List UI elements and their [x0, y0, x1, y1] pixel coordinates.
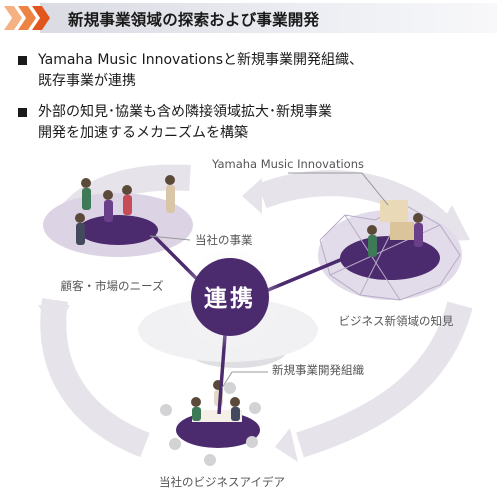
person-figure [192, 407, 201, 421]
person-figure [367, 225, 377, 235]
lightbulb-icon [160, 382, 261, 466]
cycle-arrowheads [38, 178, 470, 462]
bullet-text: 外部の知見･協業も含め隣接領域拡大･新規事業 開発を加速するメカニズムを構築 [38, 102, 332, 144]
chevron-icon [18, 6, 36, 30]
header-band [40, 3, 497, 33]
person-figure [123, 195, 132, 215]
bullet-line: 既存事業が連携 [38, 73, 136, 89]
chevron-icon [32, 6, 50, 30]
person-figure [231, 407, 240, 421]
chevron-icon [4, 6, 22, 30]
node-caption: 当社のビジネスアイデア [159, 475, 285, 489]
person-figure [82, 188, 91, 210]
callout-label: Yamaha Music Innovations [211, 157, 364, 171]
node-caption: ビジネス新領域の知見 [339, 314, 454, 328]
person-figure [103, 190, 113, 200]
person-figure [413, 213, 423, 223]
bullet-line: 開発を加速するメカニズムを構築 [38, 125, 248, 141]
node-caption: 顧客・市場のニーズ [61, 279, 164, 293]
table-icon [192, 410, 242, 422]
person-figure [166, 185, 175, 213]
page-title: 新規事業領域の探索および事業開発 [68, 11, 320, 29]
person-figure [414, 223, 423, 247]
person-figure [104, 200, 113, 222]
callout-label: 当社の事業 [195, 233, 253, 247]
callout-label: 新規事業開発組織 [272, 363, 364, 377]
header-bar: 新規事業領域の探索および事業開発 [0, 3, 497, 33]
node-bottom [160, 380, 261, 466]
node-left [43, 175, 193, 257]
hub-circle [191, 258, 269, 336]
box-stack-icon [380, 200, 408, 222]
bullet-text: Yamaha Music Innovationsと新規事業開発組織、 既存事業が… [38, 50, 363, 92]
person-figure [191, 397, 201, 407]
person-figure [81, 178, 91, 188]
person-figure [75, 213, 85, 223]
box-stack-icon [390, 222, 414, 240]
person-figure [122, 185, 132, 195]
square-bullet-icon [18, 56, 27, 65]
person-figure [165, 175, 175, 185]
bullet-line: Yamaha Music Innovationsと新規事業開発組織、 [38, 52, 364, 68]
hub-label: 連携 [204, 285, 256, 312]
callout-lines [149, 172, 389, 389]
person-figure [76, 223, 85, 245]
bullet-line: 外部の知見･協業も含め隣接領域拡大･新規事業 [38, 104, 332, 120]
person-figure [230, 397, 240, 407]
node-right [318, 200, 462, 301]
square-bullet-icon [18, 108, 27, 117]
person-figure [368, 235, 377, 257]
